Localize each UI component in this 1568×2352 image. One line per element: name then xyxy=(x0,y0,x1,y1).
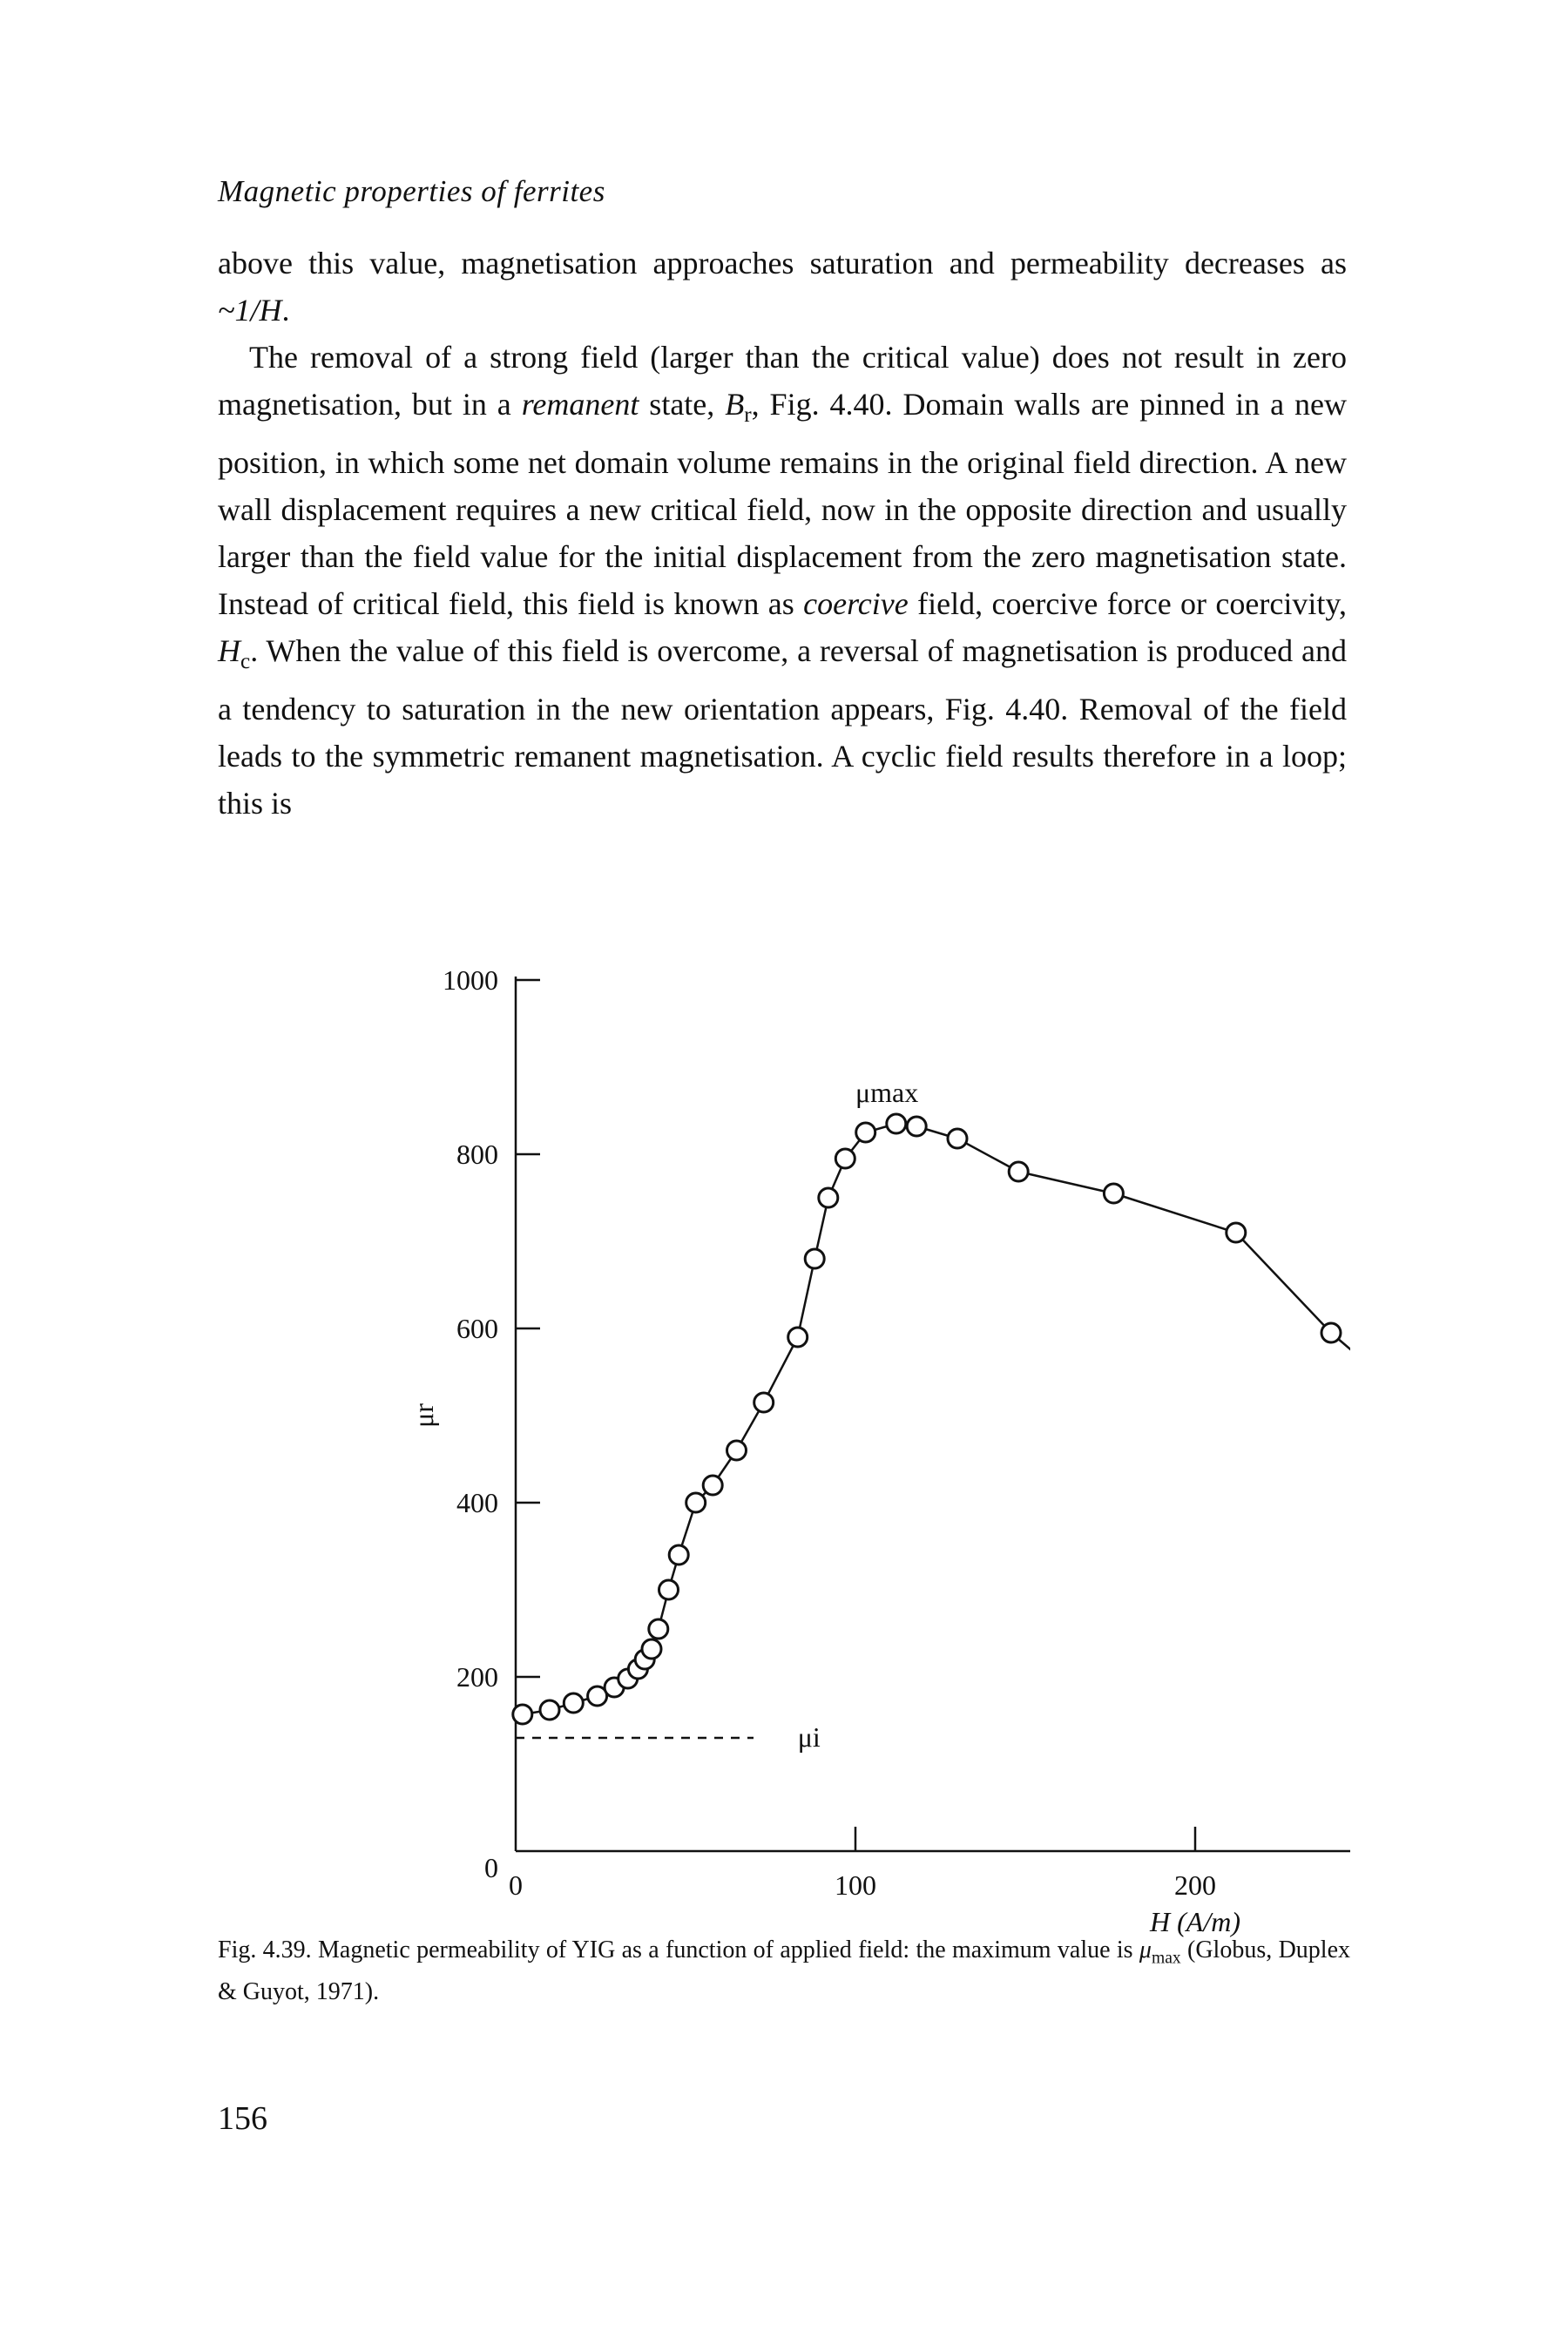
data-point xyxy=(647,1618,670,1640)
page-number: 156 xyxy=(218,2100,267,2137)
data-point xyxy=(1225,1221,1247,1244)
data-point xyxy=(640,1638,663,1660)
data-point xyxy=(946,1127,969,1150)
text-run: Fig. 4.39. Magnetic permeability of YIG … xyxy=(218,1936,1139,1963)
data-point xyxy=(658,1578,679,1601)
x-tick-label: 200 xyxy=(1174,1869,1216,1901)
text-run: (Globus, Duplex & Guyot, 1971). xyxy=(218,1936,1350,2005)
y-tick-label: 1000 xyxy=(443,964,498,996)
body-text: above this value, magnetisation approach… xyxy=(218,240,1347,827)
data-point xyxy=(726,1439,747,1462)
y-origin-label: 0 xyxy=(484,1852,498,1883)
data-point xyxy=(701,1474,724,1497)
text-run: coercive xyxy=(803,586,909,622)
data-point xyxy=(905,1115,928,1138)
y-axis-label: μr xyxy=(408,1403,439,1428)
paragraph: The removal of a strong field (larger th… xyxy=(218,334,1347,827)
data-point xyxy=(667,1544,690,1566)
running-head: Magnetic properties of ferrites xyxy=(218,174,605,208)
data-point xyxy=(787,1326,809,1348)
text-run: ~1/H xyxy=(218,293,282,328)
permeability-curve xyxy=(522,1122,1350,1716)
text-run: . When the value of this field is overco… xyxy=(218,633,1347,821)
y-tick-label: 200 xyxy=(456,1661,498,1693)
data-point xyxy=(562,1692,585,1714)
data-point xyxy=(803,1247,826,1270)
data-point xyxy=(586,1685,609,1707)
text-run: remanent xyxy=(521,387,639,422)
mu-max-annotation: μmax xyxy=(855,1077,918,1108)
data-point xyxy=(1007,1160,1030,1183)
data-point xyxy=(834,1147,856,1170)
y-tick-label: 400 xyxy=(456,1487,498,1518)
text-run: above this value, magnetisation approach… xyxy=(218,246,1347,280)
x-tick-label: 100 xyxy=(835,1869,876,1901)
data-point xyxy=(538,1699,561,1721)
text-run: c xyxy=(240,650,251,674)
text-run: , Fig. 4.40. Domain walls are pinned in … xyxy=(218,387,1347,622)
text-run: B xyxy=(725,387,745,422)
x-tick-label: 0 xyxy=(509,1869,523,1901)
text-run: field, coercive force or coercivity, xyxy=(908,586,1347,622)
paragraph: above this value, magnetisation approach… xyxy=(218,240,1347,334)
permeability-chart: 200400600800100000100200300400H (A/m)μrμ… xyxy=(408,964,1350,1937)
data-point xyxy=(1102,1182,1125,1205)
figure-4-39: 200400600800100000100200300400H (A/m)μrμ… xyxy=(218,941,1350,2004)
y-tick-label: 600 xyxy=(456,1313,498,1344)
x-axis-label: H (A/m) xyxy=(1149,1906,1240,1937)
text-run: r xyxy=(744,403,752,428)
y-tick-label: 800 xyxy=(456,1139,498,1170)
text-run: state, xyxy=(639,387,726,422)
data-point xyxy=(885,1112,908,1135)
data-point xyxy=(753,1391,775,1414)
figure-caption: Fig. 4.39. Magnetic permeability of YIG … xyxy=(218,1934,1350,2009)
data-point xyxy=(511,1703,534,1726)
text-run: μ xyxy=(1139,1936,1152,1963)
data-point xyxy=(817,1186,840,1209)
text-run: The removal of a strong field (larger th… xyxy=(218,340,1347,422)
data-point xyxy=(855,1121,877,1144)
data-point xyxy=(1320,1321,1342,1344)
data-point xyxy=(685,1491,707,1514)
text-run: H xyxy=(218,633,240,669)
mu-i-annotation: μi xyxy=(798,1721,821,1753)
text-run: max xyxy=(1151,1949,1181,1968)
text-run: . xyxy=(281,293,290,328)
